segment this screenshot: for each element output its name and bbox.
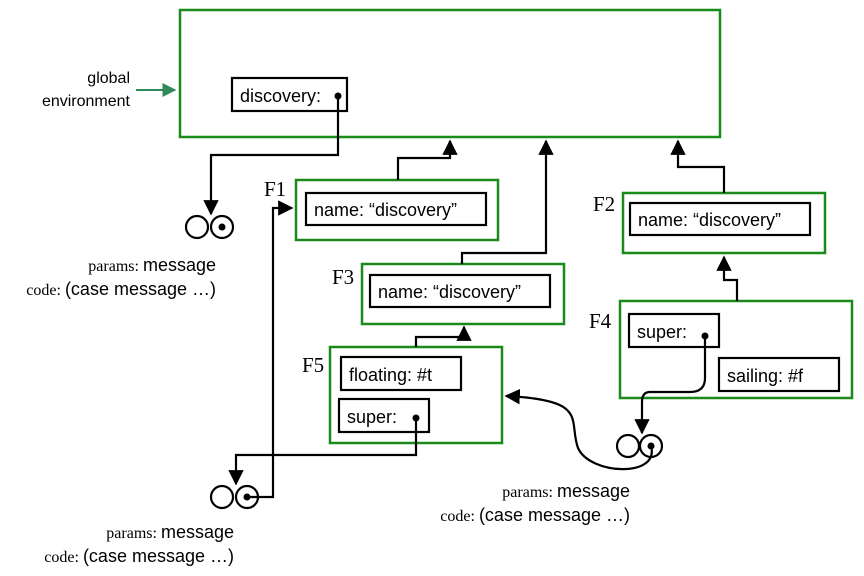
f3-name-text: name: “discovery”	[378, 282, 521, 302]
procedure-2-text: params:message code:(case message …)	[440, 481, 630, 525]
f2-parent-arrow	[670, 139, 726, 193]
global-discovery-binding	[230, 76, 349, 113]
f4-parent-arrow	[716, 255, 739, 301]
global-label-line2: environment	[42, 93, 131, 110]
f5-super-text: super:	[347, 407, 397, 427]
f5-super-arrow	[228, 418, 418, 486]
svg-text:params:message: params:message	[106, 522, 234, 542]
global-environment-frame	[178, 8, 722, 139]
f4-sailing-text: sailing: #f	[727, 366, 804, 386]
svg-text:code:(case message …): code:(case message …)	[44, 546, 234, 566]
f4-label: F4	[589, 309, 612, 333]
f3-label: F3	[332, 265, 354, 289]
procedure-1-double-circle	[184, 214, 235, 240]
procedure-2-env-arrow	[504, 388, 653, 471]
procedure-1-text: params:message code:(case message …)	[26, 255, 216, 299]
f2-name-text: name: “discovery”	[638, 210, 781, 230]
f5-parent-arrow	[414, 325, 472, 347]
f1-parent-arrow	[396, 139, 458, 180]
f3-parent-arrow	[460, 139, 554, 264]
global-label-line1: global	[87, 70, 130, 87]
f2-name-binding	[628, 201, 812, 237]
svg-text:params:message: params:message	[502, 481, 630, 501]
f1-label: F1	[264, 177, 286, 201]
procedure-3-text: params:message code:(case message …)	[44, 522, 234, 566]
procedure-2-double-circle	[615, 433, 664, 459]
f1-name-text: name: “discovery”	[314, 200, 457, 220]
svg-text:code:(case message …): code:(case message …)	[440, 505, 630, 525]
global-discovery-text: discovery:	[240, 86, 321, 106]
f5-label: F5	[302, 353, 324, 377]
f5-floating-text: floating: #t	[349, 365, 432, 385]
f5-floating-binding	[339, 355, 463, 392]
f4-sailing-binding	[717, 356, 841, 393]
svg-text:code:(case message …): code:(case message …)	[26, 279, 216, 299]
f2-label: F2	[593, 192, 615, 216]
f1-name-binding	[304, 191, 488, 227]
f3-name-binding	[368, 273, 552, 309]
f4-super-text: super:	[637, 322, 687, 342]
global-discovery-arrow	[203, 96, 340, 216]
f4-super-arrow	[634, 336, 707, 435]
svg-text:params:message: params:message	[88, 255, 216, 275]
procedure-3-env-arrow	[247, 200, 294, 499]
